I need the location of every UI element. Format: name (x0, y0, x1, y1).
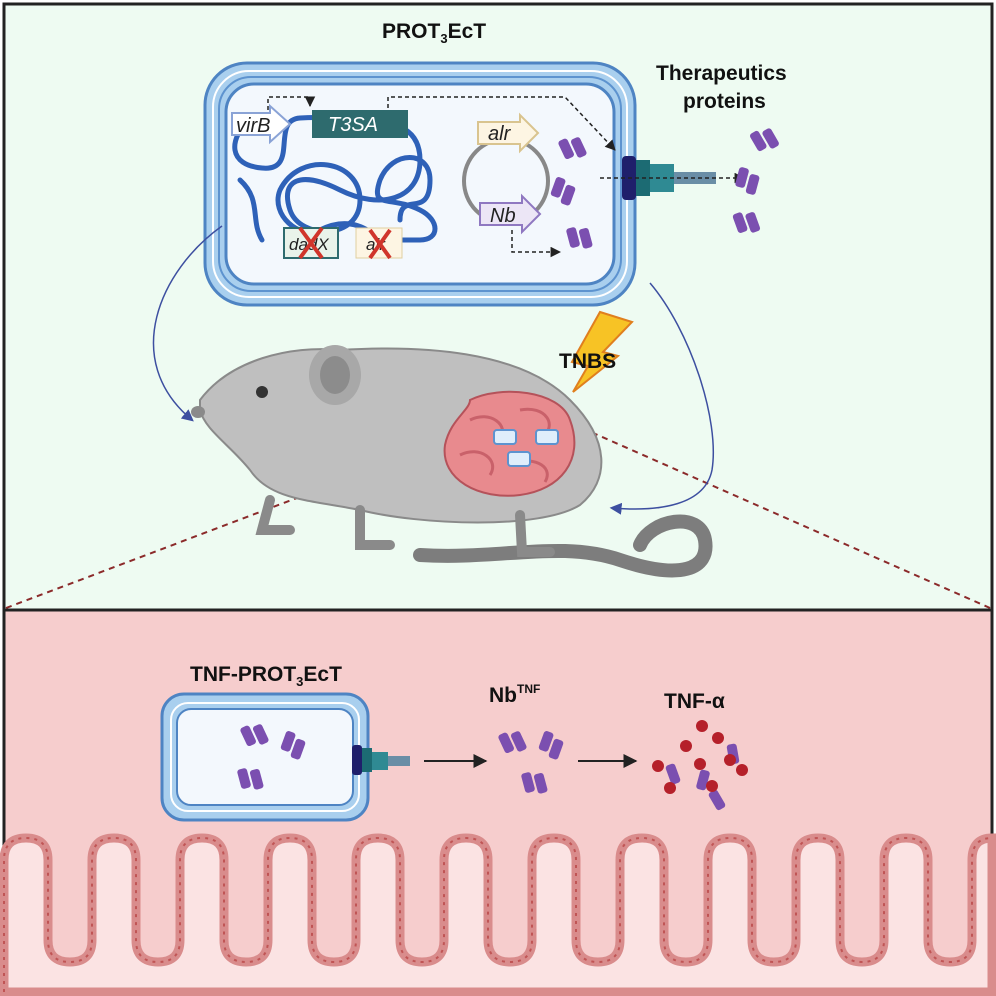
therapeutics-label-line1: Therapeutics (656, 62, 787, 85)
svg-text:T3SA: T3SA (328, 114, 378, 136)
intestine (443, 390, 576, 497)
alr-deleted-gene: alr (355, 227, 403, 260)
nb-tnf-nanobodies (498, 731, 564, 794)
lightning-icon (570, 310, 634, 393)
plasmid: alr Nb (462, 112, 562, 258)
secretion-system (600, 156, 746, 200)
nanobodies-inside-cell (550, 137, 593, 249)
virb-to-t3sa-arrow (267, 96, 316, 110)
tnbs-label: TNBS (559, 350, 616, 373)
tnf-alpha-label: TNF-α (664, 690, 725, 713)
nb-tnf-label: NbTNF (489, 682, 540, 707)
tnf-prot3ect-cell (160, 692, 410, 822)
svg-text:alr: alr (488, 123, 512, 145)
virb-gene: virB (231, 103, 292, 145)
tnf-alpha-complexes (652, 720, 748, 811)
svg-text:virB: virB (236, 115, 270, 137)
prot3ect-cell (203, 61, 637, 307)
svg-text:Nb: Nb (490, 205, 516, 227)
left-administration-arrow (152, 225, 223, 422)
t3sa-to-secretion-arrow (387, 96, 616, 151)
therapeutics-label-line2: proteins (683, 90, 766, 113)
tnf-system-label: TNF-PROT3EcT (190, 663, 342, 689)
right-administration-arrow (609, 282, 714, 515)
secreted-nanobodies (732, 128, 779, 233)
system-title: PROT3EcT (382, 20, 486, 46)
t3sa-gene: T3SA (312, 110, 408, 138)
dadx-deleted-gene: dadX (283, 226, 339, 260)
intestinal-villi (0, 833, 996, 996)
